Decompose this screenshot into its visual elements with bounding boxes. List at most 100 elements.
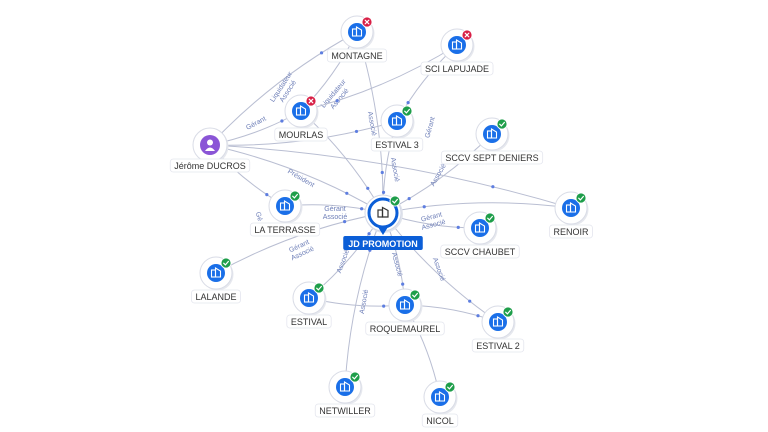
node-label: ESTIVAL 3 (375, 140, 419, 150)
building-icon (276, 197, 294, 215)
edge-label: Gé (254, 211, 263, 222)
edge-arrow (407, 197, 411, 201)
node-estival3[interactable]: ESTIVAL 3 (370, 104, 424, 152)
building-icon (348, 23, 366, 41)
node-sccvsept[interactable]: SCCV SEPT DENIERS (440, 117, 544, 165)
edge-arrow (367, 232, 371, 236)
edge-arrow (345, 191, 349, 195)
check-badge-icon (575, 192, 587, 204)
edge-line (209, 144, 572, 209)
edge-label: Associé (336, 249, 351, 275)
edge-arrow (343, 220, 347, 224)
check-badge-icon (484, 212, 496, 224)
check-badge-icon (389, 195, 401, 207)
building-icon (471, 219, 489, 237)
node-central-jd[interactable]: JD PROMOTION (343, 194, 423, 250)
edge-arrow (335, 99, 339, 103)
edge-renoir-jd[interactable] (382, 202, 572, 214)
nodes-layer: MONTAGNE SCI LAPUJADE MOURLAS ESTIVAL 3 SCCV… (169, 15, 593, 428)
check-badge-icon (313, 282, 325, 294)
node-lapujade[interactable]: SCI LAPUJADE (420, 28, 494, 76)
edge-label: Associé (390, 252, 403, 278)
node-label: MONTAGNE (331, 51, 382, 61)
edge-arrow (354, 129, 359, 134)
node-label-bg (191, 289, 241, 304)
building-icon (489, 313, 507, 331)
node-label-bg (549, 224, 593, 239)
node-label-bg (249, 222, 321, 237)
node-label: ESTIVAL (291, 317, 327, 327)
edge-label: Gérant (324, 206, 345, 213)
node-label-bg (326, 48, 388, 63)
node-label: SCI LAPUJADE (425, 64, 489, 74)
node-renoir[interactable]: RENOIR (549, 191, 593, 239)
edge-arrow (456, 225, 460, 229)
node-label-bg (314, 403, 376, 418)
node-label: LA TERRASSE (254, 225, 315, 235)
edge-lapujade-mourlas[interactable] (300, 44, 458, 112)
edge-arrow (422, 205, 426, 209)
node-label: MOURLAS (279, 130, 324, 140)
node-person-jerome[interactable]: Jérôme DUCROS (169, 127, 251, 173)
node-label-bg (420, 61, 494, 76)
node-label-bg (471, 338, 525, 353)
edge-arrow (280, 119, 284, 123)
node-label-bg (365, 321, 445, 336)
node-netwiller[interactable]: NETWILLER (314, 370, 376, 418)
check-badge-icon (220, 257, 232, 269)
edge-line (209, 31, 358, 146)
cross-badge-icon (461, 29, 473, 41)
edge-arrow (468, 299, 472, 303)
edge-arrow (366, 186, 370, 190)
building-icon (207, 264, 225, 282)
building-icon (448, 36, 466, 54)
node-label: SCCV CHAUBET (445, 247, 516, 257)
node-label: NICOL (426, 416, 454, 426)
node-mourlas[interactable]: MOURLAS (274, 94, 328, 142)
central-label: JD PROMOTION (348, 239, 418, 249)
node-estival[interactable]: ESTIVAL (286, 281, 332, 329)
central-label-bg (343, 236, 423, 250)
building-icon (377, 206, 389, 218)
node-label-bg (370, 137, 424, 152)
node-chaubet[interactable]: SCCV CHAUBET (440, 211, 520, 259)
edge-arrow (265, 193, 269, 197)
building-icon (431, 388, 449, 406)
check-badge-icon (289, 190, 301, 202)
building-icon (336, 378, 354, 396)
pin-pointer (378, 227, 388, 235)
edge-label: Associé (430, 163, 448, 188)
edge-arrow (319, 51, 324, 55)
node-label: LALANDE (195, 292, 236, 302)
person-icon (200, 135, 220, 155)
edge-arrow (491, 185, 495, 189)
node-label-bg (440, 150, 544, 165)
node-montagne[interactable]: MONTAGNE (326, 15, 388, 63)
node-label-bg (421, 413, 459, 428)
building-icon (562, 199, 580, 217)
node-roquemaurel[interactable]: ROQUEMAUREL (365, 288, 445, 336)
edge-label: Associé (389, 157, 400, 182)
node-label: RENOIR (553, 227, 589, 237)
node-label: ESTIVAL 2 (476, 341, 520, 351)
node-lalande[interactable]: LALANDE (191, 256, 241, 304)
edge-line (209, 144, 384, 214)
node-label-bg (169, 158, 251, 173)
edge-jerome-renoir[interactable] (209, 144, 572, 209)
check-badge-icon (349, 371, 361, 383)
edge-label: Président (286, 168, 315, 189)
edge-label-secondary: Associé (323, 214, 348, 221)
building-icon (300, 289, 318, 307)
check-badge-icon (401, 105, 413, 117)
edge-label: Associé (359, 289, 370, 314)
check-badge-icon (496, 118, 508, 130)
node-nicol[interactable]: NICOL (421, 380, 459, 428)
cross-badge-icon (361, 16, 373, 28)
cross-badge-icon (305, 95, 317, 107)
building-icon (396, 296, 414, 314)
node-label: NETWILLER (319, 406, 371, 416)
node-estival2[interactable]: ESTIVAL 2 (471, 305, 525, 353)
node-label-bg (286, 314, 332, 329)
node-terrasse[interactable]: LA TERRASSE (249, 189, 321, 237)
